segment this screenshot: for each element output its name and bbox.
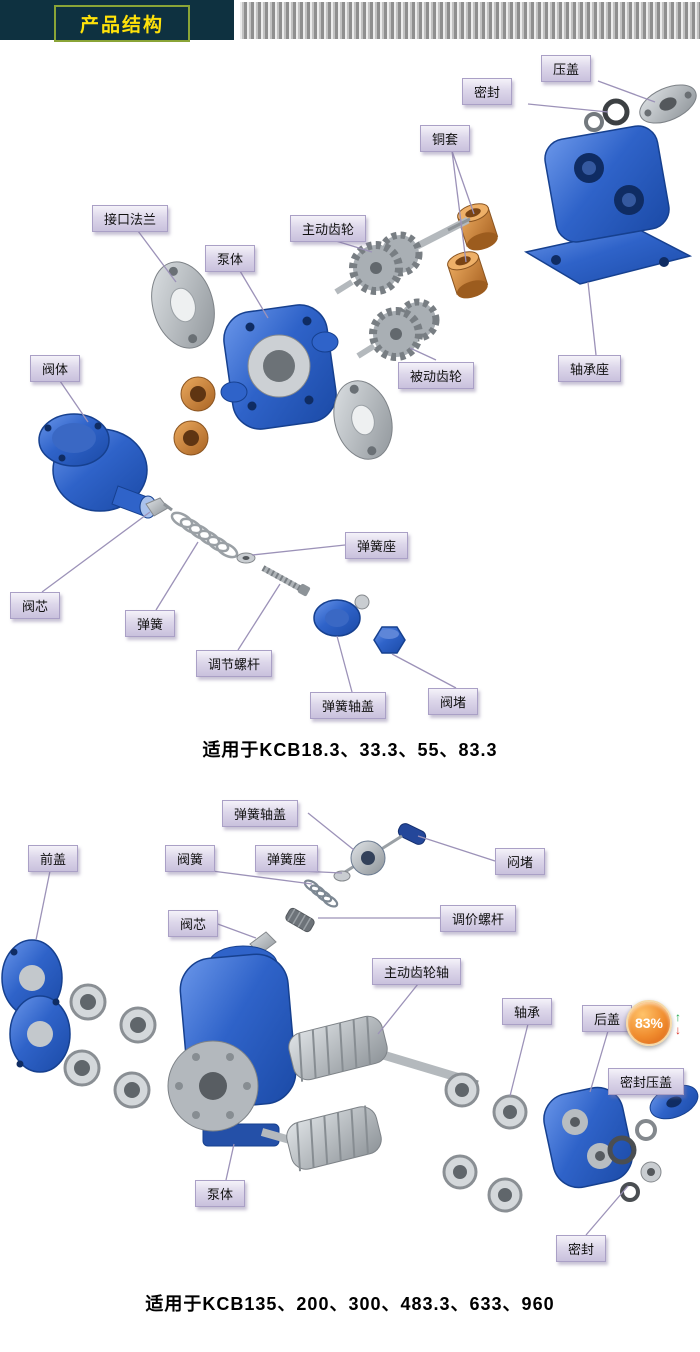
bearing-seat-part — [523, 125, 693, 285]
adjusting-screw-part — [261, 565, 311, 597]
part-label-ya-gai: 压盖 — [541, 55, 592, 82]
part-label-mi-feng2: 密封 — [556, 1235, 607, 1262]
adjusting-screw2-part — [285, 907, 315, 933]
driving-gear-part — [334, 216, 471, 295]
caption-diagram1: 适用于KCB18.3、33.3、55、83.3 — [202, 740, 498, 760]
part-label-zhou-cheng: 轴承 — [502, 998, 553, 1025]
zoom-arrows: ↑ ↓ — [675, 1011, 681, 1036]
part-label-qian-gai: 前盖 — [28, 845, 79, 872]
part-label-fa-du: 阀堵 — [428, 688, 479, 715]
rear-cover-part — [543, 1086, 634, 1189]
part-label-jiekou-falan: 接口法兰 — [92, 205, 169, 232]
zoom-up-arrow-icon[interactable]: ↑ — [675, 1009, 681, 1024]
valve-spring-part — [303, 879, 339, 908]
part-label-fa-xin: 阀芯 — [10, 592, 61, 619]
part-label-tanhuang: 弹簧 — [125, 610, 176, 637]
bearings-left-part — [63, 983, 157, 1109]
part-label-tanhuang-zuo2: 弹簧座 — [255, 845, 319, 872]
part-label-fa-ti: 阀体 — [30, 355, 81, 382]
part-label-zhudong-chilun: 主动齿轮 — [290, 215, 367, 242]
spring-shaft-cover2-part — [344, 834, 403, 876]
blind-plug-part — [397, 823, 427, 845]
interface-flange-part — [151, 261, 215, 349]
diagram1-artwork — [38, 84, 697, 654]
part-label-fa-huang: 阀簧 — [165, 845, 216, 872]
exploded-diagram-kcb-large: 适用于KCB135、200、300、483.3、633、960 弹簧轴盖前盖 阀簧… — [0, 772, 700, 1314]
part-label-tiaojie-luogan: 调节螺杆 — [196, 650, 273, 677]
exploded-diagram-kcb-small: 适用于KCB18.3、33.3、55、83.3 压盖密封铜套接口法兰泵体 主动齿轮… — [0, 42, 700, 772]
gland-part — [639, 84, 697, 124]
second-flange-part — [333, 380, 393, 460]
part-label-tong-tao: 铜套 — [420, 125, 471, 152]
part-label-tanhuang-zhougai2: 弹簧轴盖 — [222, 800, 299, 827]
copper-bushing-part — [173, 376, 216, 456]
part-label-tiaojia-luogan: 调价螺杆 — [440, 905, 517, 932]
part-label-beidong-chilun: 被动齿轮 — [398, 362, 475, 389]
header-left-panel: 产品结构 — [0, 0, 234, 42]
leader-lines-diagram2 — [35, 812, 669, 1236]
seal2-part — [607, 1119, 662, 1202]
part-label-beng-ti2: 泵体 — [195, 1180, 246, 1207]
header-corrugated-decoration — [240, 2, 700, 39]
zoom-down-arrow-icon[interactable]: ↓ — [675, 1022, 681, 1037]
part-label-tanhuang-zhougai: 弹簧轴盖 — [310, 692, 387, 719]
zoom-badge[interactable]: 83% ↑ ↓ — [626, 1000, 681, 1046]
bearings-right-part — [442, 1072, 528, 1213]
part-label-hou-gai: 后盖 — [582, 1005, 633, 1032]
diagram2-artwork — [1, 823, 699, 1213]
part-label-tanhuang-zuo: 弹簧座 — [345, 532, 409, 559]
zoom-percentage[interactable]: 83% — [626, 1000, 672, 1046]
pump-body-part — [220, 304, 339, 430]
spring-seat2-part — [333, 870, 351, 882]
spring-part — [170, 511, 239, 559]
valve-core-part — [145, 497, 173, 517]
driven-gear-part — [356, 298, 440, 361]
part-label-mifeng-yagai: 密封压盖 — [608, 1068, 685, 1095]
valve-plug-part — [373, 626, 406, 654]
caption-diagram2: 适用于KCB135、200、300、483.3、633、960 — [145, 1294, 555, 1314]
part-label-zhoucheng-zuo: 轴承座 — [558, 355, 622, 382]
part-label-men-du: 闷堵 — [495, 848, 546, 875]
spring-seat-part — [236, 552, 256, 564]
driven-gear-shaft-part — [260, 1105, 382, 1172]
part-label-mi-feng: 密封 — [462, 78, 513, 105]
page-title: 产品结构 — [54, 5, 191, 42]
leader-lines-diagram1 — [41, 80, 656, 693]
pump-body2-part — [167, 945, 297, 1147]
part-label-zhudong-chilun-zhou: 主动齿轮轴 — [372, 958, 462, 985]
spring-shaft-cover-part — [313, 594, 370, 637]
driving-gear-shaft-part — [288, 1015, 479, 1086]
part-label-fa-xin2: 阀芯 — [168, 910, 219, 937]
part-label-beng-ti: 泵体 — [205, 245, 256, 272]
front-cover-part — [1, 939, 71, 1073]
header: 产品结构 — [0, 0, 700, 42]
